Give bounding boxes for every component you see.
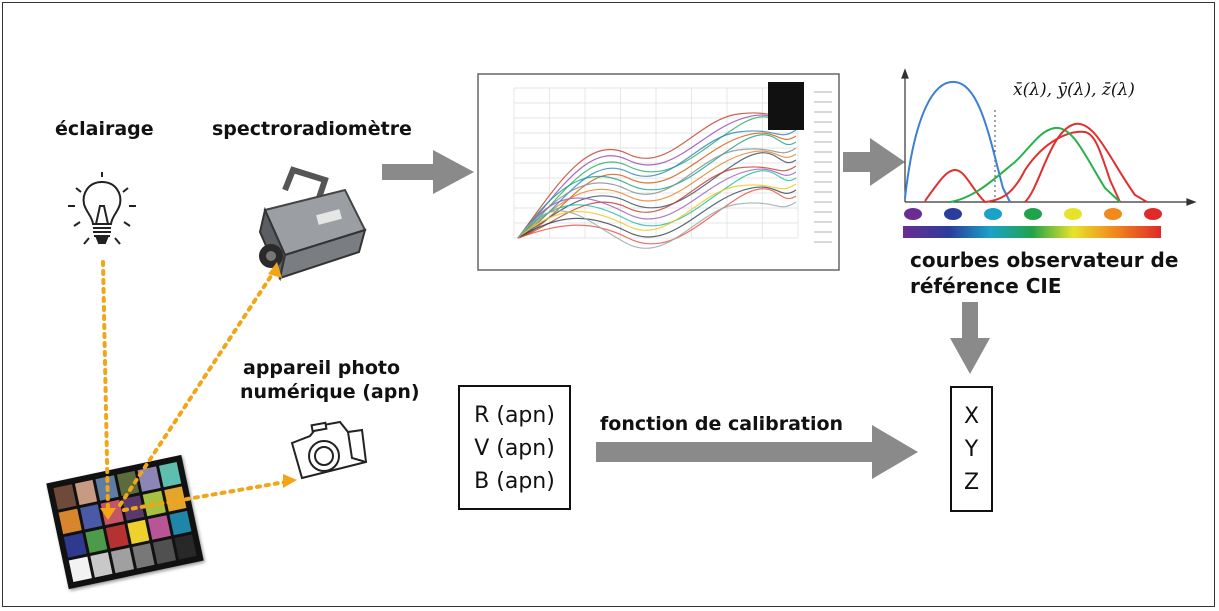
spectral-curve bbox=[517, 186, 797, 239]
rvb-line-v: V (apn) bbox=[474, 436, 555, 461]
rvb-line-r: R (apn) bbox=[474, 403, 555, 428]
spectral-curve bbox=[517, 170, 797, 239]
spectrum-bar bbox=[903, 226, 1161, 238]
spectral-measurements-graph bbox=[477, 73, 840, 271]
light-bulb-icon bbox=[68, 172, 136, 245]
xyz-box: X Y Z bbox=[950, 386, 993, 512]
xyz-line-y: Y bbox=[964, 437, 979, 462]
rvb-apn-box: R (apn) V (apn) B (apn) bbox=[458, 385, 571, 510]
spectrum-dot bbox=[1024, 208, 1042, 220]
spectral-curve bbox=[517, 152, 797, 239]
spectrum-dot bbox=[1104, 208, 1122, 220]
rvb-line-b: B (apn) bbox=[474, 469, 555, 494]
spectrum-dot bbox=[1064, 208, 1082, 220]
label-calibration: fonction de calibration bbox=[600, 413, 844, 435]
label-cie-line2: référence CIE bbox=[910, 274, 1062, 298]
xyz-line-x: X bbox=[963, 404, 980, 429]
spectrum-dot bbox=[984, 208, 1002, 220]
label-cie-line1: courbes observateur de bbox=[910, 248, 1179, 272]
spectroradiometer-icon bbox=[258, 166, 367, 282]
spectrum-dot bbox=[944, 208, 962, 220]
xyz-line-z: Z bbox=[963, 470, 980, 495]
spectral-curve bbox=[517, 201, 797, 249]
label-apn-line2: numérique (apn) bbox=[240, 381, 420, 403]
spectral-curve bbox=[517, 168, 797, 239]
label-eclairage: éclairage bbox=[55, 118, 154, 140]
cmf-title: x̄(λ), ȳ(λ), z̄(λ) bbox=[1013, 80, 1135, 100]
cie-color-matching-graph bbox=[901, 68, 1197, 238]
spectrum-dot bbox=[1144, 208, 1162, 220]
spectral-curve bbox=[517, 188, 797, 245]
label-spectroradiometre: spectroradiomètre bbox=[212, 118, 412, 140]
spectral-curve bbox=[517, 111, 797, 239]
spectrum-dot bbox=[904, 208, 922, 220]
label-apn-line1: appareil photo bbox=[243, 357, 401, 379]
camera-icon bbox=[290, 420, 368, 480]
spectral-curve bbox=[517, 147, 797, 239]
